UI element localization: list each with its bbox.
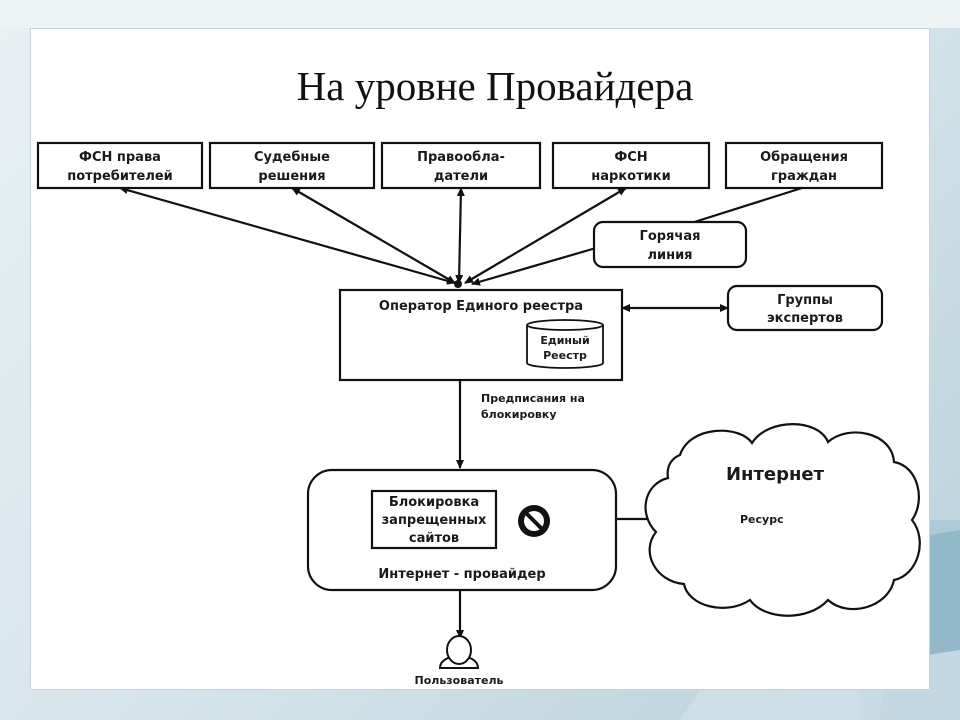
experts-box <box>726 284 884 332</box>
source-label: датели <box>434 169 488 184</box>
blocked-icon <box>518 505 550 537</box>
user-icon <box>438 635 480 669</box>
provider-label: Интернет - провайдер <box>378 567 545 582</box>
experts-label: Группы <box>777 293 833 308</box>
source-label: Судебные <box>254 150 330 165</box>
arrow-rightholders <box>455 187 465 284</box>
line-citizens-hotline <box>687 186 803 226</box>
hotline-box <box>592 220 748 269</box>
source-label: решения <box>258 169 325 184</box>
internet-cloud-icon <box>644 423 921 617</box>
operator-label: Оператор Единого реестра <box>379 299 583 314</box>
source-label: ФСН <box>614 150 647 165</box>
arrow-court <box>291 187 456 284</box>
source-label: Обращения <box>760 150 848 165</box>
source-box-consumer-rights <box>36 141 204 190</box>
registry-label: Реестр <box>543 349 587 362</box>
hotline-label: Горячая <box>640 229 701 244</box>
junction-dot <box>454 280 462 288</box>
source-label: Правообла- <box>417 150 505 165</box>
slide-title: На уровне Провайдера <box>296 63 694 109</box>
arrow-hotline <box>471 246 597 286</box>
arrow-drug-service <box>464 187 627 284</box>
blocking-label: Блокировка <box>389 495 479 510</box>
hotline-label: линия <box>647 248 692 263</box>
registry-database-icon <box>526 319 604 369</box>
experts-label: экспертов <box>767 311 843 326</box>
user-label: Пользователь <box>415 674 504 687</box>
registry-label: Единый <box>540 334 589 347</box>
source-box-drug-service <box>551 141 711 190</box>
source-label: потребителей <box>67 169 173 184</box>
source-box-rightholders <box>380 141 542 190</box>
prescription-label: Предписания на <box>481 392 585 405</box>
blocking-label: запрещенных <box>382 513 487 528</box>
blocking-label: сайтов <box>409 531 459 546</box>
blocking-box <box>370 489 498 550</box>
prescription-label: блокировку <box>481 408 557 421</box>
source-label: наркотики <box>591 169 670 184</box>
source-box-court <box>208 141 376 190</box>
resource-label: Ресурс <box>740 513 784 526</box>
source-box-citizens <box>724 141 884 190</box>
internet-label: Интернет <box>726 464 825 485</box>
source-label: граждан <box>771 169 837 184</box>
source-label: ФСН права <box>79 150 161 165</box>
